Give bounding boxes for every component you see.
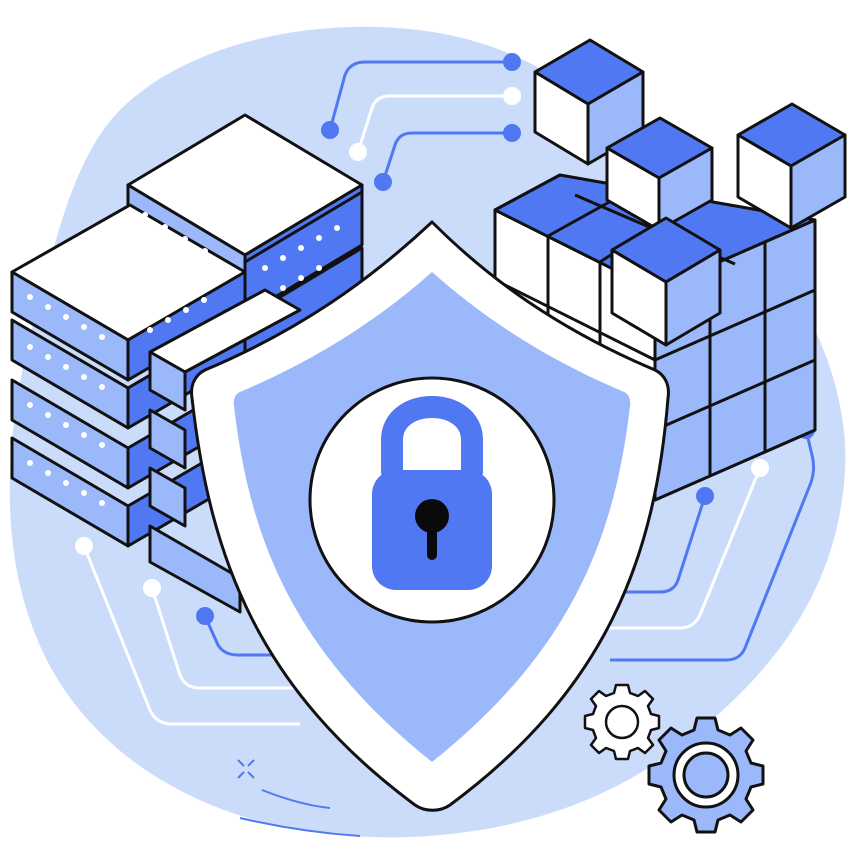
gear-large-icon [647,716,765,834]
gear-small-icon [583,683,661,761]
cube-front-icon [610,216,722,347]
circuit-lines-right-icon [600,429,816,662]
server-lights [27,212,340,506]
cube-floating-right-icon [736,102,847,230]
circuit-nodes-top [321,53,521,191]
sparkle-icon [237,759,361,837]
cube-mid-icon [605,116,714,232]
padlock-icon [372,396,492,590]
circuit-nodes-bottom-left [75,537,214,625]
circuit-lines-top-icon [328,60,512,183]
circuit-lines-bottom-left-icon [82,545,300,726]
cube-small-top-icon [533,38,645,166]
